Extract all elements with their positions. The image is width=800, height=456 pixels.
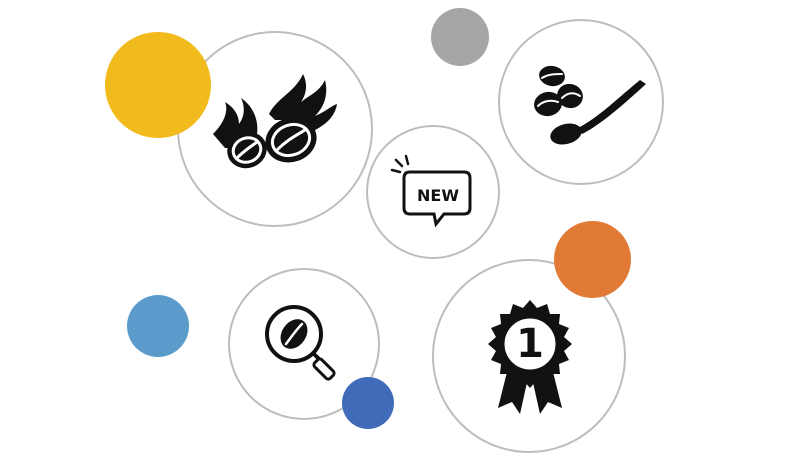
dark-blue-dot xyxy=(342,377,394,429)
orange-dot xyxy=(554,221,631,298)
first-place-ribbon-icon xyxy=(488,300,572,414)
yellow-dot xyxy=(105,32,211,138)
gray-dot xyxy=(431,8,489,66)
roasting-beans-icon xyxy=(213,74,337,169)
new-badge-label: NEW xyxy=(417,186,459,205)
magnifier-bean-icon xyxy=(265,305,336,381)
light-blue-dot xyxy=(127,295,189,357)
coffee-beans-spoon-icon xyxy=(534,65,646,145)
new-speech-bubble-icon xyxy=(390,154,472,228)
award-number: 1 xyxy=(516,321,544,367)
